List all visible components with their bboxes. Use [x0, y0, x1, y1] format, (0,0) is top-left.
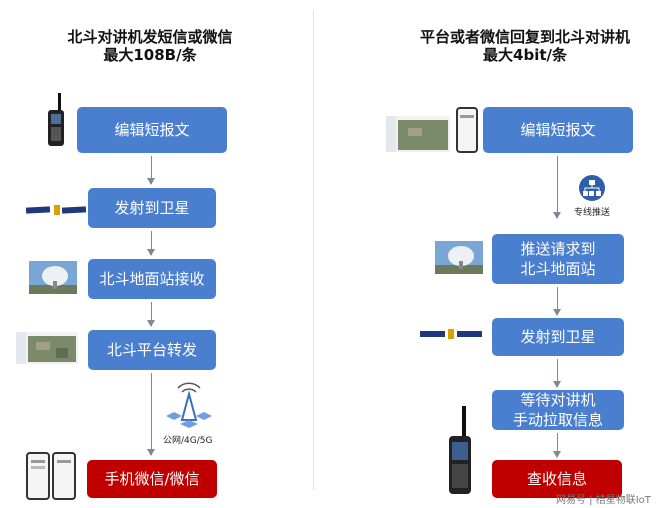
phones-icon	[26, 452, 76, 500]
right-step-satellite: 发射到卫星	[492, 318, 624, 356]
right-satellite-icon	[420, 329, 482, 339]
cell-tower-icon	[166, 382, 212, 428]
left-arrow-2	[147, 231, 155, 256]
right-step-push: 推送请求到 北斗地面站	[492, 234, 624, 284]
left-step-satellite: 发射到卫星	[88, 188, 216, 228]
left-title-line2: 最大108B/条	[103, 46, 197, 64]
right-step-push-line2: 北斗地面站	[520, 260, 596, 278]
center-divider	[313, 10, 314, 490]
satellite-icon	[26, 205, 86, 215]
left-step-wechat: 手机微信/微信	[87, 460, 217, 498]
left-arrow-4	[147, 373, 155, 456]
right-step-wait-line1: 等待对讲机	[520, 391, 596, 409]
left-step-ground: 北斗地面站接收	[88, 259, 216, 299]
left-arrow-3	[147, 302, 155, 327]
right-step-push-line1: 推送请求到	[520, 240, 596, 258]
push-network-icon	[579, 175, 605, 201]
right-step-receive: 查收信息	[492, 460, 622, 498]
left-title-line1: 北斗对讲机发短信或微信	[67, 28, 233, 46]
right-arrow-2	[553, 287, 561, 316]
walkie-talkie-icon	[48, 93, 64, 146]
network-label: 公网/4G/5G	[163, 436, 213, 446]
right-title-line2: 最大4bit/条	[483, 46, 567, 64]
right-title: 平台或者微信回复到北斗对讲机 最大4bit/条	[395, 28, 655, 64]
left-step-edit: 编辑短报文	[77, 107, 227, 153]
right-walkie-talkie-icon	[449, 406, 471, 494]
right-arrow-4	[553, 433, 561, 458]
push-label: 专线推送	[574, 208, 611, 218]
ground-station-icon	[29, 261, 77, 294]
right-arrow-1	[553, 156, 561, 219]
right-title-line1: 平台或者微信回复到北斗对讲机	[419, 28, 630, 46]
watermark: 网易号 | 桔星物联IoT	[556, 495, 651, 506]
right-step-wait-line2: 手动拉取信息	[512, 411, 603, 429]
platform-map-icon	[16, 332, 78, 364]
right-step-wait: 等待对讲机 手动拉取信息	[492, 390, 624, 430]
right-ground-station-icon	[435, 241, 483, 274]
right-arrow-3	[553, 359, 561, 388]
right-step-edit: 编辑短报文	[483, 107, 633, 153]
right-platform-map-icon	[386, 116, 450, 152]
right-phone-icon	[456, 107, 478, 153]
left-arrow-1	[147, 156, 155, 185]
left-title: 北斗对讲机发短信或微信 最大108B/条	[40, 28, 260, 64]
left-step-platform: 北斗平台转发	[88, 330, 216, 370]
